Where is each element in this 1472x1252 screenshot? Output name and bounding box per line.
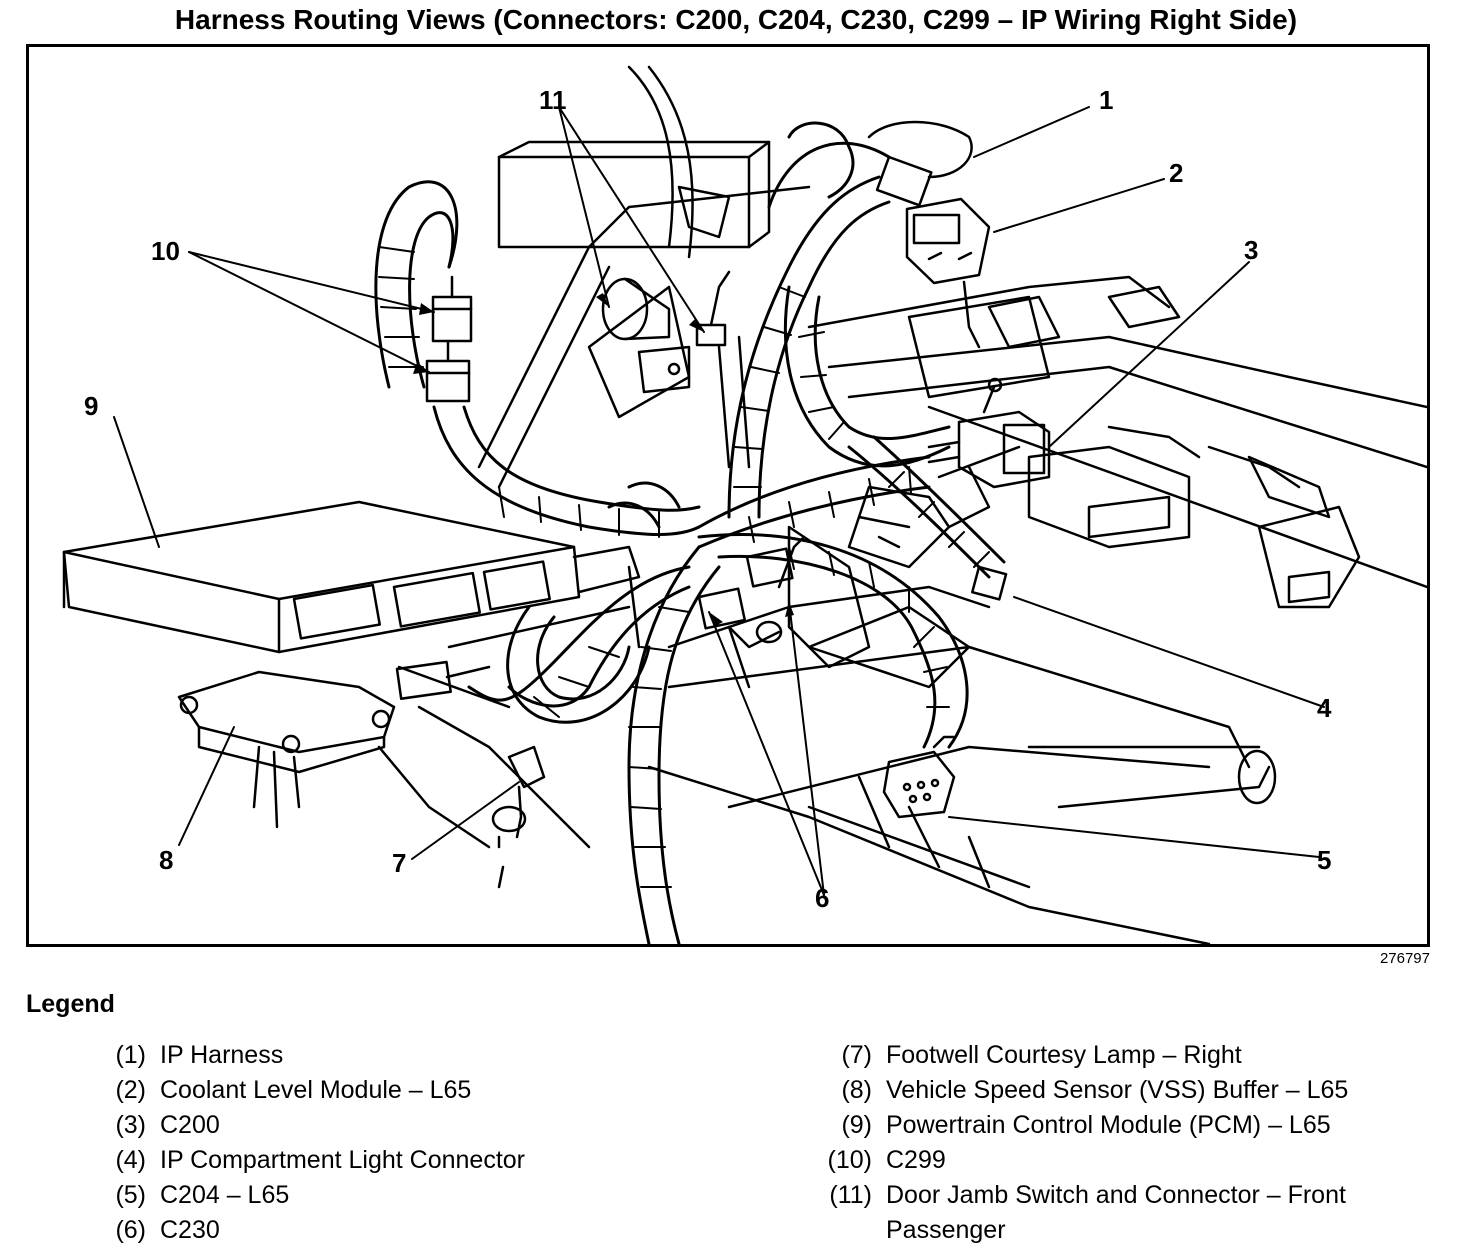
callout-4: 4 xyxy=(1317,693,1332,723)
legend-column-right: (7) Footwell Courtesy Lamp – Right (8) V… xyxy=(810,1038,1430,1248)
footwell-lamp xyxy=(491,745,546,889)
legend-item: (10) C299 xyxy=(810,1143,1430,1178)
legend-text: C204 – L65 xyxy=(160,1181,290,1209)
legend-item: (8) Vehicle Speed Sensor (VSS) Buffer – … xyxy=(810,1073,1430,1108)
legend-item: (1) IP Harness xyxy=(84,1038,525,1073)
callout-6: 6 xyxy=(815,883,829,913)
coolant-module xyxy=(867,120,991,349)
legend-item: (6) C230 xyxy=(84,1213,525,1248)
loom-ribs xyxy=(378,246,990,888)
legend-item: (3) C200 xyxy=(84,1108,525,1143)
body-structure xyxy=(377,65,1427,944)
c200-connector xyxy=(927,377,1051,489)
callout-2: 2 xyxy=(1169,158,1183,188)
c299-connectors xyxy=(425,275,473,403)
legend-number: (6) xyxy=(115,1216,146,1244)
legend-text: Footwell Courtesy Lamp – Right xyxy=(886,1041,1242,1069)
legend-text: Vehicle Speed Sensor (VSS) Buffer – L65 xyxy=(886,1076,1349,1104)
legend-number: (2) xyxy=(115,1076,146,1104)
legend-number: (9) xyxy=(841,1111,872,1139)
c230-connectors xyxy=(697,535,806,649)
legend-number: (11) xyxy=(829,1181,872,1209)
legend-number: (7) xyxy=(841,1041,872,1069)
legend-text: Coolant Level Module – L65 xyxy=(160,1076,472,1104)
page-title: Harness Routing Views (Connectors: C200,… xyxy=(174,4,1298,35)
ip-light-connector xyxy=(971,565,1008,601)
legend-number: (4) xyxy=(115,1146,146,1174)
callout-3: 3 xyxy=(1244,235,1258,265)
legend-item: (4) IP Compartment Light Connector xyxy=(84,1143,525,1178)
pcm-module xyxy=(62,500,641,654)
vss-buffer xyxy=(177,660,491,829)
callout-5: 5 xyxy=(1317,845,1331,875)
legend-item: (7) Footwell Courtesy Lamp – Right xyxy=(810,1038,1430,1073)
legend-column-left: (1) IP Harness (2) Coolant Level Module … xyxy=(84,1038,525,1248)
legend-item: (5) C204 – L65 xyxy=(84,1178,525,1213)
legend-text: C299 xyxy=(886,1146,946,1174)
legend-number: (1) xyxy=(115,1041,146,1069)
legend-item: (9) Powertrain Control Module (PCM) – L6… xyxy=(810,1108,1430,1143)
figure-id: 276797 xyxy=(1379,950,1430,967)
callout-9: 9 xyxy=(84,391,98,421)
legend-heading: Legend xyxy=(26,990,115,1018)
callout-8: 8 xyxy=(159,845,173,875)
diagram-frame: 1 2 3 4 5 6 7 8 9 10 11 xyxy=(26,44,1430,947)
c204-connector xyxy=(882,735,956,819)
callout-11: 11 xyxy=(539,85,567,115)
callout-10: 10 xyxy=(151,236,180,266)
legend-text: C200 xyxy=(160,1111,220,1139)
legend-item: (11) Door Jamb Switch and Connector – Fr… xyxy=(810,1178,1430,1248)
legend-number: (10) xyxy=(827,1146,872,1174)
legend-text: IP Compartment Light Connector xyxy=(160,1146,526,1174)
legend-number: (8) xyxy=(841,1076,872,1104)
callout-7: 7 xyxy=(392,848,406,878)
legend-number: (5) xyxy=(115,1181,146,1209)
legend-item: (2) Coolant Level Module – L65 xyxy=(84,1073,525,1108)
leader-arrowheads xyxy=(413,293,794,626)
legend-text: Powertrain Control Module (PCM) – L65 xyxy=(886,1111,1331,1139)
legend-text: C230 xyxy=(160,1216,220,1244)
harness-illustration: 1 2 3 4 5 6 7 8 9 10 11 xyxy=(62,65,1427,944)
legend-text: Door Jamb Switch and Connector – Front P… xyxy=(886,1181,1346,1244)
door-jamb-switch xyxy=(601,270,751,469)
callout-1: 1 xyxy=(1099,85,1113,115)
legend-text: IP Harness xyxy=(160,1041,284,1069)
legend-number: (3) xyxy=(115,1111,146,1139)
leader-lines xyxy=(113,106,1325,896)
